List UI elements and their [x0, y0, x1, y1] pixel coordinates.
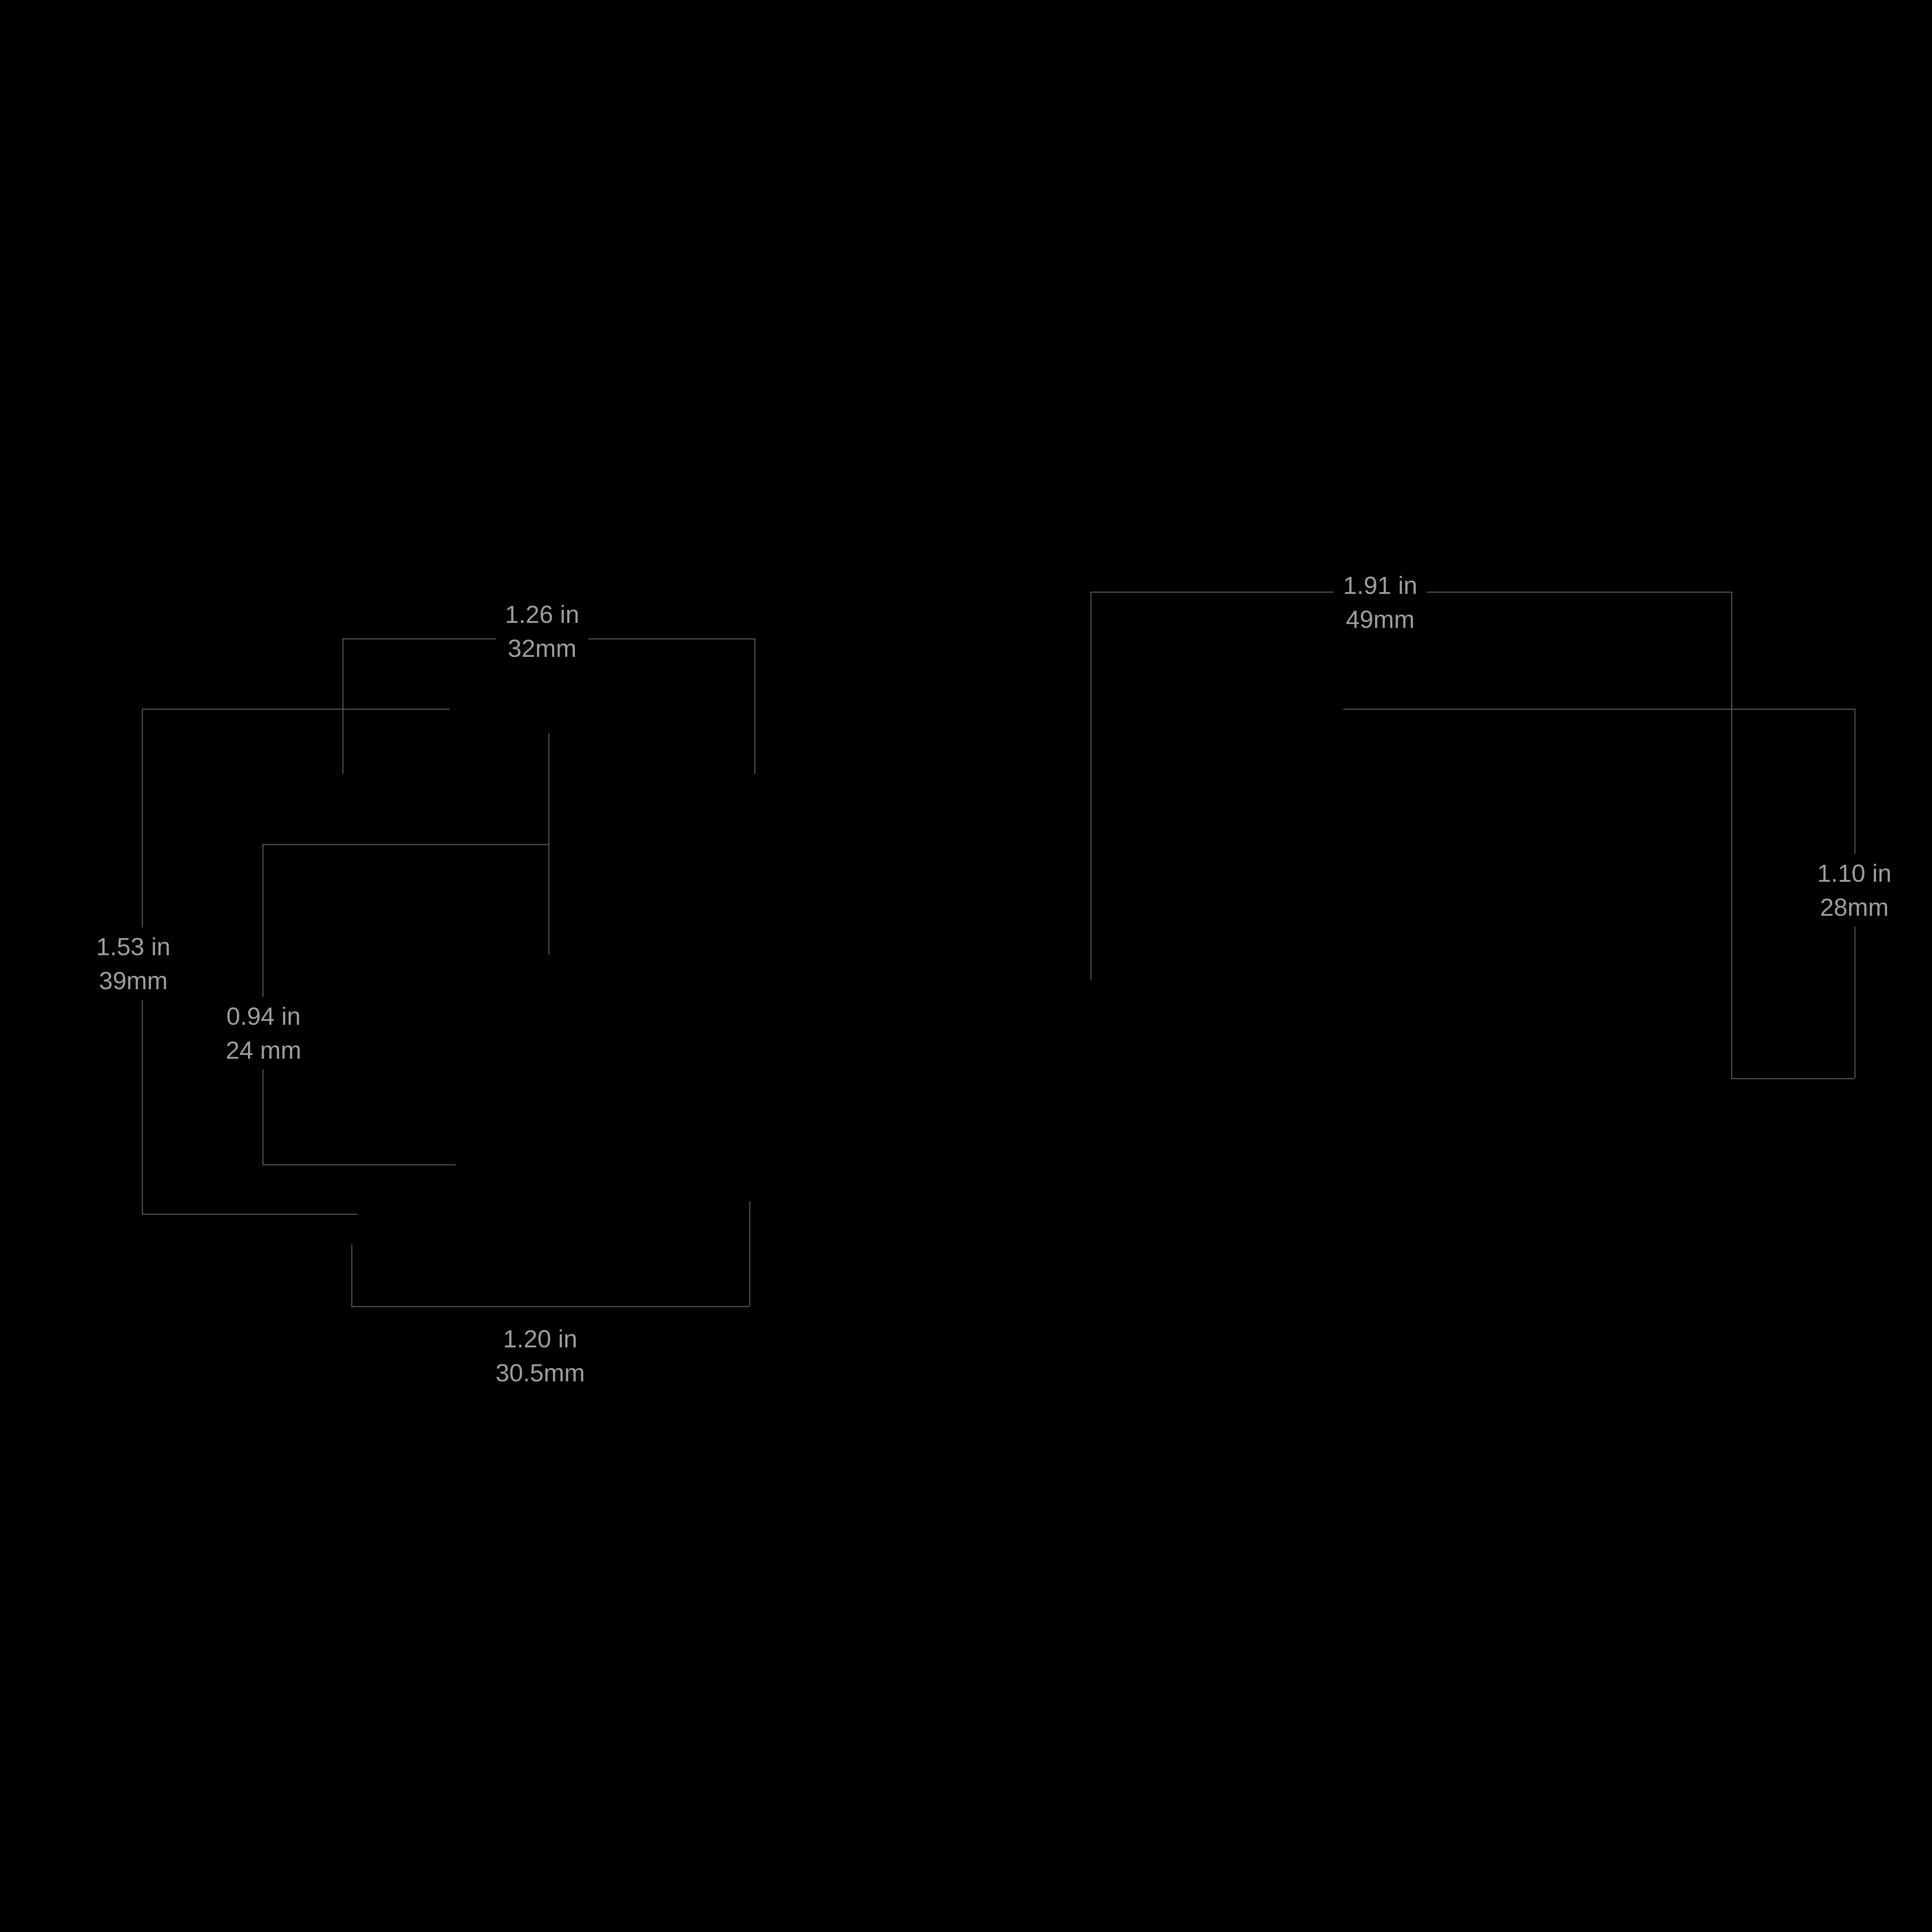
- dim-ext-knob-top: [262, 844, 548, 845]
- centerline-front: [548, 733, 549, 955]
- label-front-width-top-in: 1.26 in: [505, 600, 580, 628]
- label-front-height-left-mm: 39mm: [99, 967, 168, 995]
- label-side-height-right: 1.10 in 28mm: [1808, 854, 1901, 927]
- dim-ext-front-bottom-left: [351, 1245, 352, 1306]
- dim-line-front-width-bottom: [351, 1306, 749, 1307]
- label-front-width-top-mm: 32mm: [508, 634, 577, 662]
- label-side-height-right-in: 1.10 in: [1817, 859, 1892, 887]
- label-side-width-top: 1.91 in 49mm: [1333, 566, 1427, 639]
- dim-ext-side-height-top: [1343, 709, 1854, 710]
- dim-ext-front-height-top: [142, 709, 450, 710]
- label-front-height-left-in: 1.53 in: [96, 933, 171, 961]
- label-front-height-left: 1.53 in 39mm: [87, 927, 180, 1000]
- label-side-height-right-mm: 28mm: [1820, 893, 1889, 921]
- dim-ext-front-width-right: [754, 638, 755, 774]
- dim-ext-side-height-bottom: [1731, 1078, 1854, 1079]
- label-front-width-bottom: 1.20 in 30.5mm: [486, 1320, 594, 1392]
- label-front-knob-in: 0.94 in: [226, 1002, 301, 1030]
- label-side-width-top-mm: 49mm: [1346, 605, 1415, 633]
- label-front-width-bottom-in: 1.20 in: [503, 1325, 578, 1353]
- label-front-knob: 0.94 in 24 mm: [216, 997, 311, 1070]
- dim-ext-front-height-bottom: [142, 1214, 357, 1215]
- dim-ext-side-width-left: [1090, 592, 1092, 980]
- dim-ext-front-bottom-right: [749, 1201, 750, 1306]
- dim-ext-side-width-right: [1731, 592, 1732, 1078]
- dim-ext-front-width-left: [342, 638, 344, 774]
- dim-ext-knob-bottom: [262, 1164, 456, 1165]
- label-front-width-bottom-mm: 30.5mm: [495, 1359, 585, 1387]
- label-side-width-top-in: 1.91 in: [1343, 571, 1418, 599]
- label-front-knob-mm: 24 mm: [226, 1036, 301, 1064]
- label-front-width-top: 1.26 in 32mm: [495, 595, 589, 668]
